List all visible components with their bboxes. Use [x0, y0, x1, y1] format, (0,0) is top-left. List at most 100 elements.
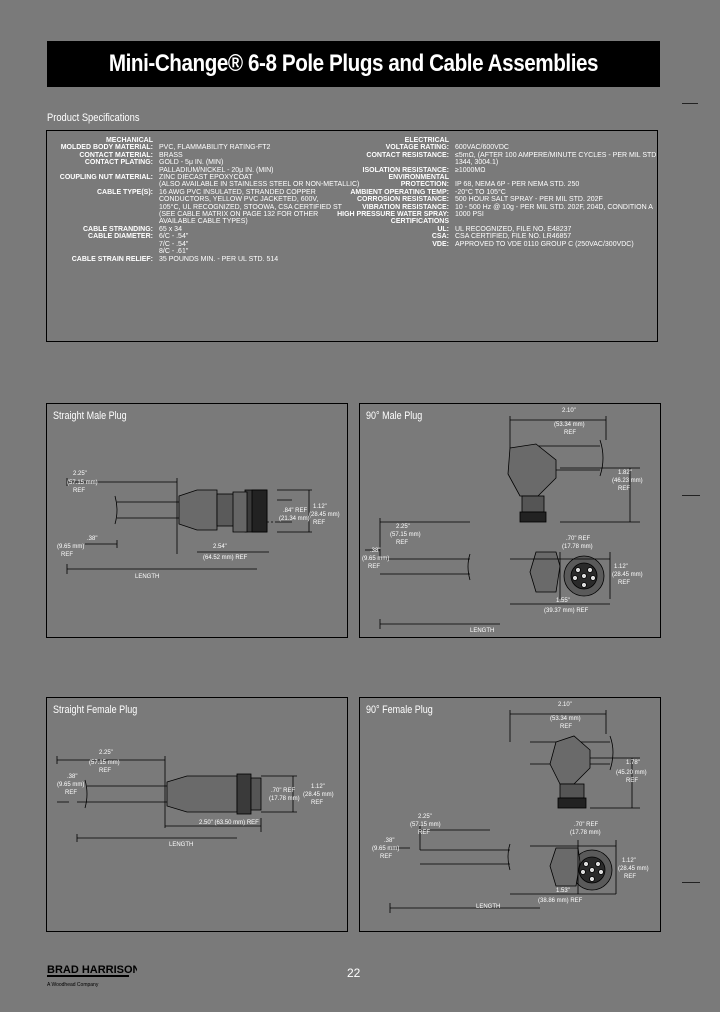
- spec-row: 8/C - .61": [51, 248, 279, 255]
- spec-key: VOLTAGE RATING:: [385, 144, 449, 152]
- title-bar: Mini-Change® 6-8 Pole Plugs and Cable As…: [47, 41, 660, 87]
- dim-label: (39.37 mm) REF: [544, 608, 589, 614]
- panel-title: Straight Male Plug: [53, 410, 127, 422]
- spec-row: (SEE CABLE MATRIX ON PAGE 132 FOR OTHER: [51, 211, 318, 218]
- dim-label: (9.65 mm): [57, 544, 84, 550]
- spec-key: CABLE STRAIN RELIEF:: [71, 255, 153, 263]
- spec-key: MECHANICAL: [105, 137, 153, 144]
- spec-value: 105°C, UL RECOGNIZED, STOOWA, CSA CERTIF…: [159, 203, 342, 211]
- dim-label: REF: [618, 580, 630, 586]
- spec-key: ISOLATION RESISTANCE:: [362, 166, 449, 174]
- dim-label: 2.25": [99, 750, 113, 756]
- spec-key: [51, 211, 159, 218]
- spec-key: CABLE DIAMETER:: [88, 233, 153, 241]
- dim-label: REF: [396, 540, 408, 546]
- dim-label: .70" REF: [574, 822, 598, 828]
- dim-label: 1.12": [614, 564, 628, 570]
- dim-label: (57.15 mm): [390, 532, 421, 538]
- dim-label: (9.65 mm): [372, 846, 399, 852]
- spec-value: 16 AWG PVC INSULATED, STRANDED COPPER: [159, 188, 316, 196]
- spec-key: UL:: [437, 225, 449, 233]
- spec-value: ≥1000MΩ: [455, 166, 486, 174]
- dim-label: 1.12": [311, 784, 325, 790]
- dim-label: (53.34 mm): [550, 716, 581, 722]
- spec-value: 1000 PSI: [455, 211, 484, 219]
- dim-label: 1.78": [626, 760, 640, 766]
- spec-row: VDE:APPROVED TO VDE 0110 GROUP C (250VAC…: [287, 241, 655, 248]
- spec-value: (ALSO AVAILABLE IN STAINLESS STEEL OR NO…: [159, 181, 360, 189]
- dim-label: 1.53": [556, 888, 570, 894]
- dim-label: LENGTH: [470, 628, 494, 634]
- dim-label: .84" REF: [283, 508, 307, 514]
- spec-value: GOLD - 5μ IN. (MIN): [159, 159, 224, 167]
- spec-row: MOLDED BODY MATERIAL: PVC, FLAMMABILITY R…: [51, 144, 279, 151]
- dim-label: (38.86 mm) REF: [538, 898, 583, 904]
- spec-value: ZINC DIECAST EPOXYCOAT: [159, 174, 253, 182]
- dim-label: (64.52 mm) REF: [203, 555, 248, 561]
- dim-label: (28.45 mm): [618, 866, 649, 872]
- brand-name: BRAD HARRISON: [47, 964, 137, 976]
- spec-value: BRASS: [159, 151, 183, 159]
- spec-value: [455, 174, 655, 181]
- edge-mark: [682, 882, 700, 883]
- spec-key: CONTACT MATERIAL:: [79, 151, 153, 159]
- spec-value: [455, 137, 655, 144]
- spec-row: CONTACT MATERIAL: BRASS: [51, 152, 279, 159]
- panel-title: 90° Male Plug: [366, 410, 423, 422]
- dim-label: 2.25": [396, 524, 410, 530]
- spec-row: ENVIRONMENTAL: [287, 174, 655, 181]
- spec-value: PVC, FLAMMABILITY RATING-FT2: [159, 144, 271, 152]
- dim-label: (17.78 mm): [269, 796, 300, 802]
- spec-row: CSA: CSA CERTIFIED, FILE NO. LR46857: [287, 233, 655, 240]
- dim-label: (28.45 mm): [303, 792, 334, 798]
- spec-key: CABLE TYPE(S):: [97, 188, 153, 196]
- straight-male-plug-panel: Straight Male Plug 2.25" (57.15 mm) REF …: [46, 403, 348, 638]
- dim-label: REF: [618, 486, 630, 492]
- spec-key: MOLDED BODY MATERIAL:: [60, 144, 153, 152]
- brand-logo: BRAD HARRISON A Woodhead Company: [47, 960, 141, 999]
- spec-value: CSA CERTIFIED, FILE NO. LR46857: [455, 233, 572, 241]
- dim-label: (53.34 mm): [554, 422, 585, 428]
- spec-row: VOLTAGE RATING:600VAC/600VDC: [287, 144, 655, 151]
- page-title: Mini-Change® 6-8 Pole Plugs and Cable As…: [108, 50, 599, 77]
- spec-row: CONDUCTORS, YELLOW PVC JACKETED, 600V,: [51, 196, 319, 204]
- spec-value: 7/C - .54": [159, 240, 189, 248]
- dim-label: (57.15 mm): [67, 480, 98, 486]
- edge-mark: [682, 495, 700, 496]
- section-label: Product Specifications: [47, 112, 140, 124]
- spec-row: 7/C - .54": [51, 241, 279, 248]
- spec-row: ISOLATION RESISTANCE: ≥1000MΩ: [287, 167, 655, 174]
- dim-label: .38": [87, 536, 97, 542]
- spec-key: CABLE STRANDING:: [83, 225, 153, 233]
- ninety-female-plug-panel: 90° Female Plug 2.10": [359, 697, 661, 932]
- dim-label: 2.10": [562, 408, 576, 414]
- spec-row: CABLE STRANDING:65 x 34: [51, 226, 279, 233]
- spec-value: PALLADIUM/NICKEL - 20μ IN. (MIN): [159, 166, 274, 174]
- spec-key: CSA:: [431, 233, 449, 241]
- spec-value: 10 - 500 Hz @ 10g - PER MIL STD. 202F, 2…: [455, 203, 653, 211]
- spec-row: CORROSION RESISTANCE:500 HOUR SALT SPRAY…: [287, 196, 655, 203]
- spec-row: AMBIENT OPERATING TEMP:-20°C TO 105°C: [287, 189, 655, 196]
- spec-row: PROTECTION:IP 68, NEMA 6P - PER NEMA STD…: [287, 181, 655, 188]
- spec-row: MECHANICAL: [51, 137, 279, 144]
- straight-male-plug-drawing: 2.25" (57.15 mm) REF .38" (9.65 mm) REF …: [57, 471, 340, 580]
- spec-row: VIBRATION RESISTANCE:10 - 500 Hz @ 10g -…: [287, 204, 655, 211]
- dim-label: 2.25": [418, 814, 432, 820]
- ninety-male-plug-panel: 90° Male Plug: [359, 403, 661, 638]
- dim-label: REF: [313, 520, 325, 526]
- spec-value: AVAILABLE CABLE TYPES): [159, 218, 248, 226]
- spec-key: HIGH PRESSURE WATER SPRAY:: [337, 211, 449, 219]
- spec-row: CERTIFICATIONS: [287, 218, 655, 225]
- spec-value: CONDUCTORS, YELLOW PVC JACKETED, 600V,: [159, 196, 319, 204]
- panel-title: 90° Female Plug: [366, 704, 433, 716]
- spec-row: CABLE STRAIN RELIEF:35 POUNDS MIN. - PER…: [51, 256, 279, 263]
- spec-value: 6/C - .54": [159, 233, 189, 241]
- spec-row: (ALSO AVAILABLE IN STAINLESS STEEL OR NO…: [51, 181, 360, 189]
- dim-label: (45.20 mm): [616, 770, 647, 776]
- spec-key: [51, 218, 159, 225]
- dim-label: .38": [370, 548, 380, 554]
- dim-label: 2.50" (63.50 mm) REF: [199, 820, 259, 826]
- spec-key: ENVIRONMENTAL: [388, 174, 449, 182]
- spec-row: CONTACT RESISTANCE:≤5mΩ, (AFTER 100 AMPE…: [287, 152, 656, 159]
- ninety-female-plug-drawing: 2.10" (53.34 mm) REF 1.78" (45.20 mm) RE…: [372, 702, 649, 913]
